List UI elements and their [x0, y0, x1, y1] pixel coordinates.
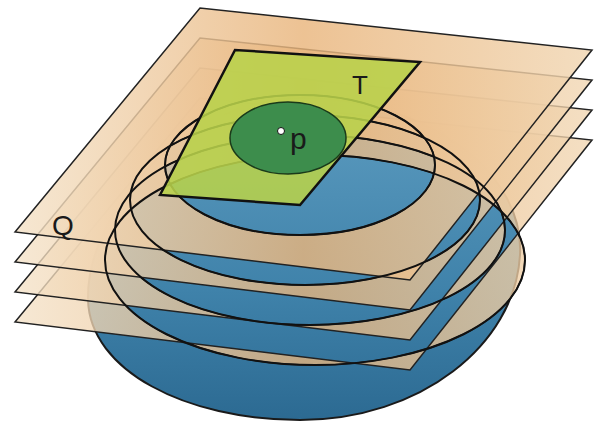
neighbourhood-ellipse [230, 102, 346, 174]
level-plane [15, 8, 592, 280]
plane-label: Q [52, 212, 74, 240]
contour-lines [105, 95, 525, 365]
point-label: p [290, 124, 307, 154]
point-dot [278, 128, 285, 135]
tangent-plane [160, 50, 420, 205]
plane-label: T [352, 72, 368, 98]
